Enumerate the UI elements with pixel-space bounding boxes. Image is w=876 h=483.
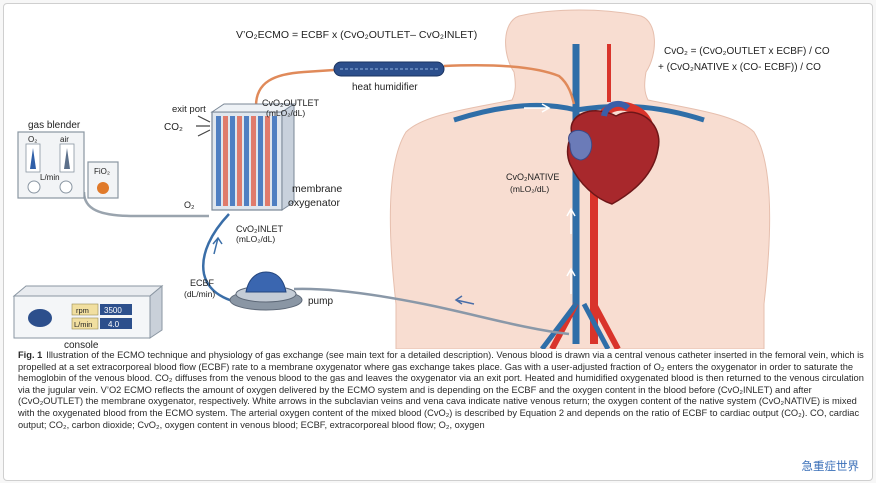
heat-humidifier-label: heat humidifier	[352, 82, 418, 93]
outlet-unit: (mLO₂/dL)	[266, 108, 305, 118]
console-flow-label: L/min	[74, 320, 92, 329]
console-rpm-value: 3500	[104, 306, 122, 315]
figure-frame: V’O₂ECMO = ECBF x (CvO₂OUTLET– CvO₂INLET…	[3, 3, 873, 481]
console	[12, 284, 164, 339]
ecmo-illustration: V’O₂ECMO = ECBF x (CvO₂OUTLET– CvO₂INLET…	[12, 9, 830, 349]
inlet-unit: (mLO₂/dL)	[236, 234, 275, 244]
iliac-veins	[540, 302, 611, 349]
native-return-arrow	[524, 103, 551, 113]
ecbf-arrow	[212, 236, 223, 255]
console-flow-value: 4.0	[108, 320, 120, 329]
native-title: CvO₂NATIVE	[506, 172, 559, 182]
drainage-tubing	[293, 287, 570, 336]
flow-unit-label: L/min	[40, 173, 60, 182]
exit-port-label: exit port	[172, 104, 206, 115]
heart	[566, 110, 660, 205]
figure-label: Fig. 1	[18, 350, 43, 360]
equation-mixed-line1: CvO₂ = (CvO₂OUTLET x ECBF) / CO	[664, 46, 830, 57]
native-unit: (mLO₂/dL)	[510, 184, 549, 194]
right-atrium	[568, 129, 593, 161]
membrane-oxygenator	[210, 103, 296, 211]
equation-ecmo-delivery: V’O₂ECMO = ECBF x (CvO₂OUTLET– CvO₂INLET…	[236, 29, 477, 41]
ecbf-label: ECBF	[190, 278, 215, 288]
o2-gauge-label: O₂	[28, 135, 37, 144]
air-gauge-label: air	[60, 135, 69, 144]
heat-humidifier	[333, 61, 445, 77]
inlet-title: CvO₂INLET	[236, 224, 284, 234]
gas-blender	[17, 131, 119, 199]
outlet-title: CvO₂OUTLET	[262, 98, 319, 108]
native-return-arrow	[566, 207, 576, 234]
pump-label: pump	[308, 296, 333, 307]
co2-label: CO₂	[164, 122, 183, 133]
pump	[229, 271, 303, 311]
ecbf-unit: (dL/min)	[184, 289, 215, 299]
exit-port-arrows	[196, 115, 211, 137]
caption-text: Illustration of the ECMO technique and p…	[18, 350, 864, 430]
subclavian-vein	[453, 102, 705, 123]
drainage-arrow	[454, 295, 475, 305]
equation-mixed-line2: + (CvO₂NATIVE x (CO- ECBF)) / CO	[658, 62, 821, 73]
console-label: console	[64, 340, 99, 349]
pulmonary-trunk	[601, 100, 631, 117]
console-rpm-label: rpm	[76, 306, 89, 315]
o2-line-label: O₂	[184, 200, 195, 210]
membrane-label-1: membrane	[292, 183, 342, 195]
return-tubing	[254, 68, 335, 107]
return-tubing-jugular	[443, 64, 576, 105]
watermark: 急重症世界	[798, 458, 862, 474]
membrane-label-2: oxygenator	[288, 197, 340, 209]
gas-blender-label: gas blender	[28, 120, 81, 131]
fio2-label: FiO₂	[94, 167, 110, 176]
native-return-arrow	[566, 267, 576, 294]
